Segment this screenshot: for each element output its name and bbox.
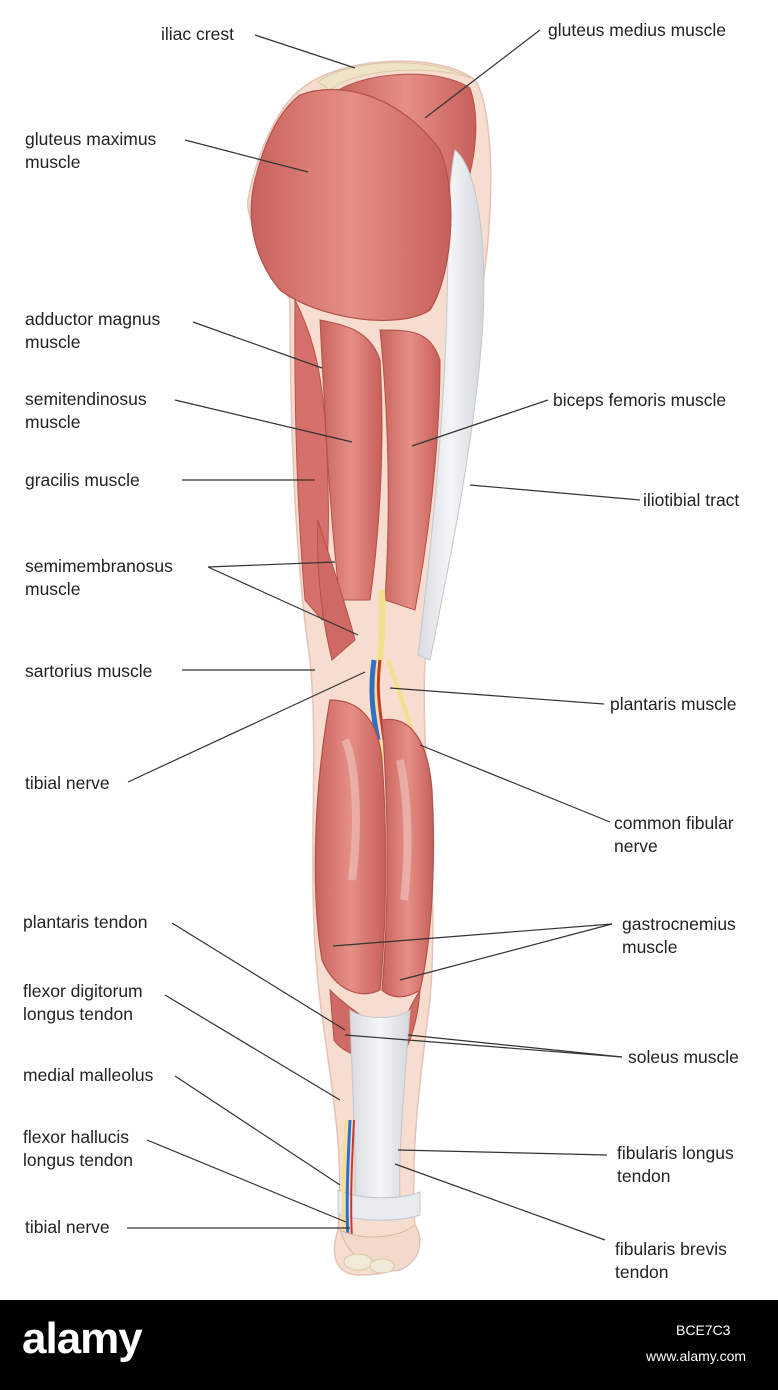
- semimembranosus-shape: [317, 519, 356, 661]
- posterior-tibial-vein-shape: [345, 1119, 352, 1241]
- label-gracilis: gracilis muscle: [25, 470, 140, 490]
- label-tibial-nerve-lower: tibial nerve: [25, 1217, 110, 1237]
- leg-illustration: [127, 29, 641, 1276]
- label-iliotibial-tract: iliotibial tract: [643, 490, 740, 510]
- iliotibial-tract-shape: [417, 149, 485, 661]
- label-sartorius: sartorius muscle: [25, 661, 153, 681]
- label-adductor-magnus: adductor magnus muscle: [25, 309, 161, 352]
- anatomy-diagram: iliac crest gluteus medius muscle gluteu…: [23, 20, 740, 1282]
- label-common-fibular-nerve: common fibular nerve: [614, 813, 734, 856]
- label-gluteus-medius: gluteus medius muscle: [548, 20, 726, 40]
- gluteus-maximus-shape: [250, 88, 452, 321]
- label-fibularis-longus: fibularis longus tendon: [617, 1143, 734, 1186]
- label-plantaris-tendon: plantaris tendon: [23, 912, 148, 932]
- label-plantaris-muscle: plantaris muscle: [610, 694, 737, 714]
- label-biceps-femoris: biceps femoris muscle: [553, 390, 727, 410]
- label-semitendinosus: semitendinosus muscle: [25, 389, 147, 432]
- gastrocnemius-highlight-2: [396, 759, 412, 901]
- label-flexor-digitorum: flexor digitorum longus tendon: [23, 981, 143, 1024]
- label-gastrocnemius: gastrocnemius muscle: [622, 914, 736, 957]
- gastrocnemius-medial-shape: [314, 699, 387, 995]
- watermark-footer: alamy BCE7C3 www.alamy.com: [0, 1300, 778, 1390]
- label-soleus: soleus muscle: [628, 1047, 739, 1067]
- ankle-retinaculum-shape: [337, 1189, 421, 1221]
- posterior-tibial-artery-shape: [350, 1119, 355, 1241]
- label-iliac-crest: iliac crest: [161, 24, 234, 44]
- footer-url: www.alamy.com: [646, 1348, 747, 1364]
- label-fibularis-brevis: fibularis brevis tendon: [615, 1239, 727, 1282]
- leader-lines: [127, 29, 641, 1241]
- iliac-crest-shape: [317, 62, 471, 91]
- semitendinosus-shape: [319, 319, 383, 601]
- alamy-logo: alamy: [22, 1314, 143, 1363]
- label-flexor-hallucis: flexor hallucis longus tendon: [23, 1127, 133, 1170]
- gastrocnemius-highlight: [341, 738, 360, 881]
- label-gluteus-maximus: gluteus maximus muscle: [25, 129, 157, 172]
- image-id: BCE7C3: [676, 1322, 731, 1338]
- label-tibial-nerve-upper: tibial nerve: [25, 773, 110, 793]
- label-medial-malleolus: medial malleolus: [23, 1065, 154, 1085]
- label-semimembranosus: semimembranosus muscle: [25, 556, 173, 599]
- calcaneus-shape: [343, 1253, 373, 1271]
- calcaneus-shape-2: [369, 1258, 395, 1274]
- biceps-femoris-shape: [379, 329, 441, 611]
- tibial-nerve-lower-shape: [341, 1119, 348, 1241]
